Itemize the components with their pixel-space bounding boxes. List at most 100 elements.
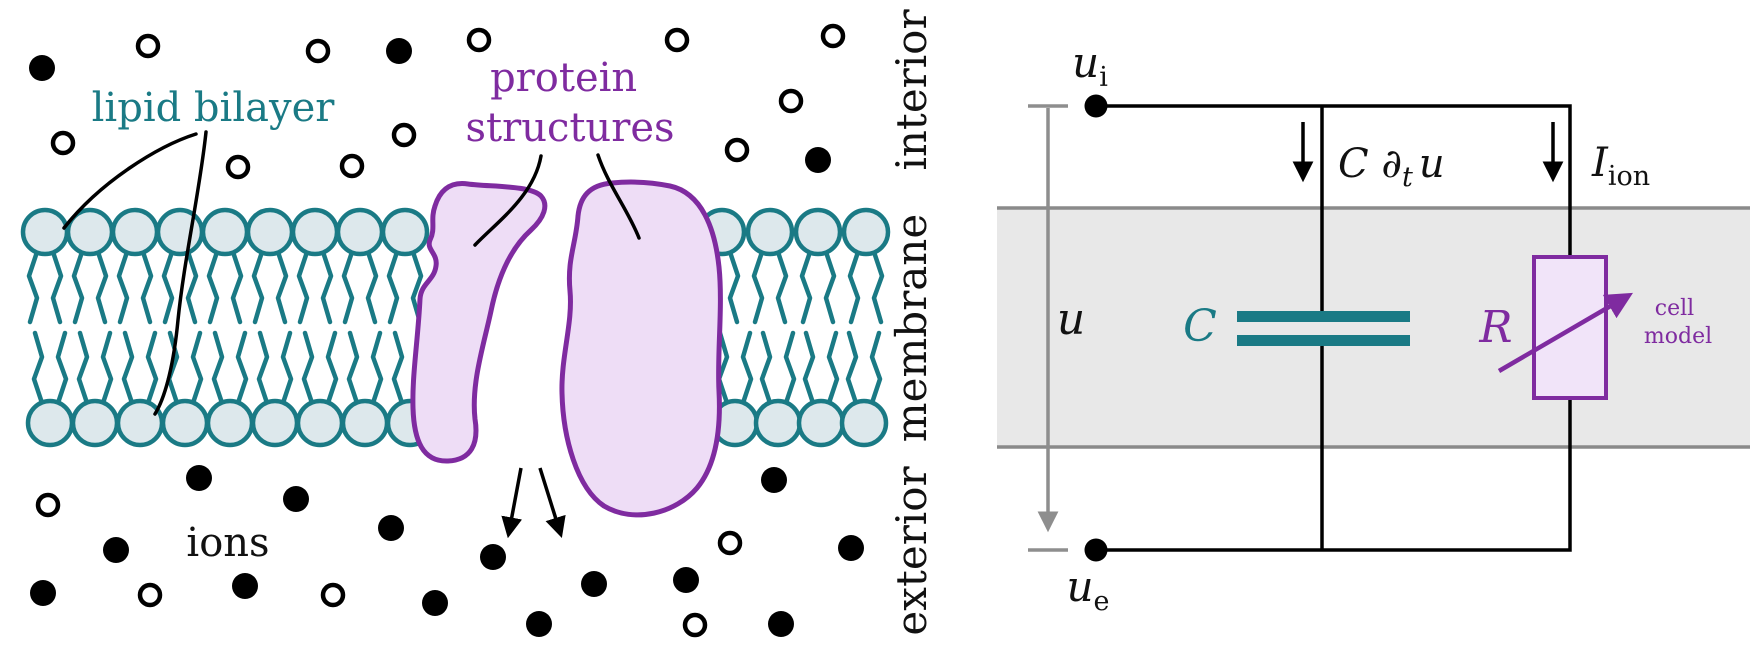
- lipid-tail: [871, 249, 885, 325]
- protein-structures-label-line1: protein: [490, 55, 637, 101]
- ion-filled: [378, 515, 404, 541]
- ion-filled: [386, 38, 412, 64]
- lipid-tail: [256, 330, 270, 406]
- lipid-tail: [95, 249, 109, 325]
- lipid-tail: [211, 330, 225, 406]
- protein-structures: [410, 179, 723, 518]
- ions-label: ions: [186, 520, 269, 566]
- ion-filled: [805, 147, 831, 173]
- ion-open: [682, 612, 708, 638]
- lipid-head: [70, 398, 120, 448]
- capacitor-plate-bottom: [1237, 335, 1410, 346]
- lipid-head: [295, 398, 345, 448]
- lipid-tail: [280, 330, 294, 406]
- lipid-head: [753, 398, 803, 448]
- capacitor-plate-top: [1237, 311, 1410, 322]
- ion-open: [135, 33, 161, 59]
- lipid-tail: [50, 249, 64, 325]
- lipid-tail: [71, 249, 85, 325]
- ui-label-sub: i: [1099, 62, 1108, 93]
- lipid-tail: [775, 249, 789, 325]
- lipid-tail: [869, 330, 883, 406]
- protein-right: [559, 179, 723, 518]
- lipid-tail: [783, 330, 797, 406]
- lipid-tail: [802, 330, 816, 406]
- ion-filled: [480, 544, 506, 570]
- lipid-head: [155, 207, 205, 257]
- ion-filled: [283, 486, 309, 512]
- ion-filled: [186, 465, 212, 491]
- lipid-tail: [826, 330, 840, 406]
- capacitor: [1237, 311, 1410, 346]
- ion-flow-arrow-right: [538, 467, 566, 539]
- ion-filled: [838, 535, 864, 561]
- ion-flow-arrows: [501, 467, 566, 539]
- lipid-tail: [391, 330, 405, 406]
- lipid-tail: [301, 330, 315, 406]
- lipid-tail: [759, 330, 773, 406]
- cell-model-label: cell model: [1644, 296, 1712, 349]
- capacitive-current-label-pre: C ∂: [1338, 141, 1402, 187]
- capacitive-current-label-sub: t: [1402, 162, 1413, 193]
- lipid-tails: [26, 249, 885, 406]
- lipid-tail: [190, 330, 204, 406]
- voltage-u-label: u: [1057, 294, 1085, 345]
- ion-filled: [768, 611, 794, 637]
- lipid-tail: [161, 249, 175, 325]
- membrane-label: membrane: [887, 214, 936, 442]
- lipid-tail: [76, 330, 90, 406]
- protein-callout-line-1: [473, 154, 543, 247]
- lipid-tail: [140, 249, 154, 325]
- outer-wire: [1096, 104, 1572, 552]
- ionic-current-label: Iion: [1591, 140, 1650, 192]
- lipid-tail: [410, 249, 424, 325]
- region-labels: interior membrane exterior: [887, 9, 936, 636]
- resistance-label: R: [1478, 302, 1512, 353]
- ions-interior: [29, 23, 846, 180]
- lipid-head: [793, 207, 843, 257]
- lipid-tail: [365, 249, 379, 325]
- ion-open: [778, 88, 804, 114]
- ui-label: ui: [1072, 38, 1108, 93]
- ion-open: [50, 130, 76, 156]
- cell-model-label-line2: model: [1644, 324, 1712, 349]
- lipid-tail: [235, 330, 249, 406]
- capacitive-current-label-post: u: [1419, 141, 1445, 187]
- ion-filled: [526, 611, 552, 637]
- lipid-head: [25, 398, 75, 448]
- ion-filled: [30, 580, 56, 606]
- lipid-head: [380, 207, 430, 257]
- ions-exterior: [30, 465, 864, 638]
- ion-open: [391, 122, 417, 148]
- lipid-tail: [121, 330, 135, 406]
- lipid-tail: [370, 330, 384, 406]
- lipid-tail: [320, 249, 334, 325]
- lipid-head: [160, 398, 210, 448]
- ion-open: [664, 27, 690, 53]
- interior-terminal-node: [1084, 94, 1108, 118]
- ionic-current-label-base: I: [1591, 140, 1609, 186]
- cell-model-label-line1: cell: [1655, 296, 1694, 321]
- lipid-tail: [346, 330, 360, 406]
- lipid-tail: [251, 249, 265, 325]
- protein-left: [410, 181, 548, 464]
- ion-filled: [422, 590, 448, 616]
- lipid-head: [115, 398, 165, 448]
- lipid-head: [335, 207, 385, 257]
- variable-resistor: [1497, 255, 1633, 400]
- lipid-tail: [325, 330, 339, 406]
- ion-open: [35, 492, 61, 518]
- ion-open: [320, 582, 346, 608]
- lipid-tail: [26, 249, 40, 325]
- lipid-tail: [275, 249, 289, 325]
- lipid-tail: [727, 249, 741, 325]
- lipid-tail: [386, 249, 400, 325]
- ion-open: [820, 23, 846, 49]
- lipid-head: [250, 398, 300, 448]
- ion-flow-arrow-left: [501, 467, 523, 539]
- ui-label-base: u: [1072, 38, 1099, 87]
- lipid-tail: [740, 330, 754, 406]
- membrane-band: [997, 206, 1750, 449]
